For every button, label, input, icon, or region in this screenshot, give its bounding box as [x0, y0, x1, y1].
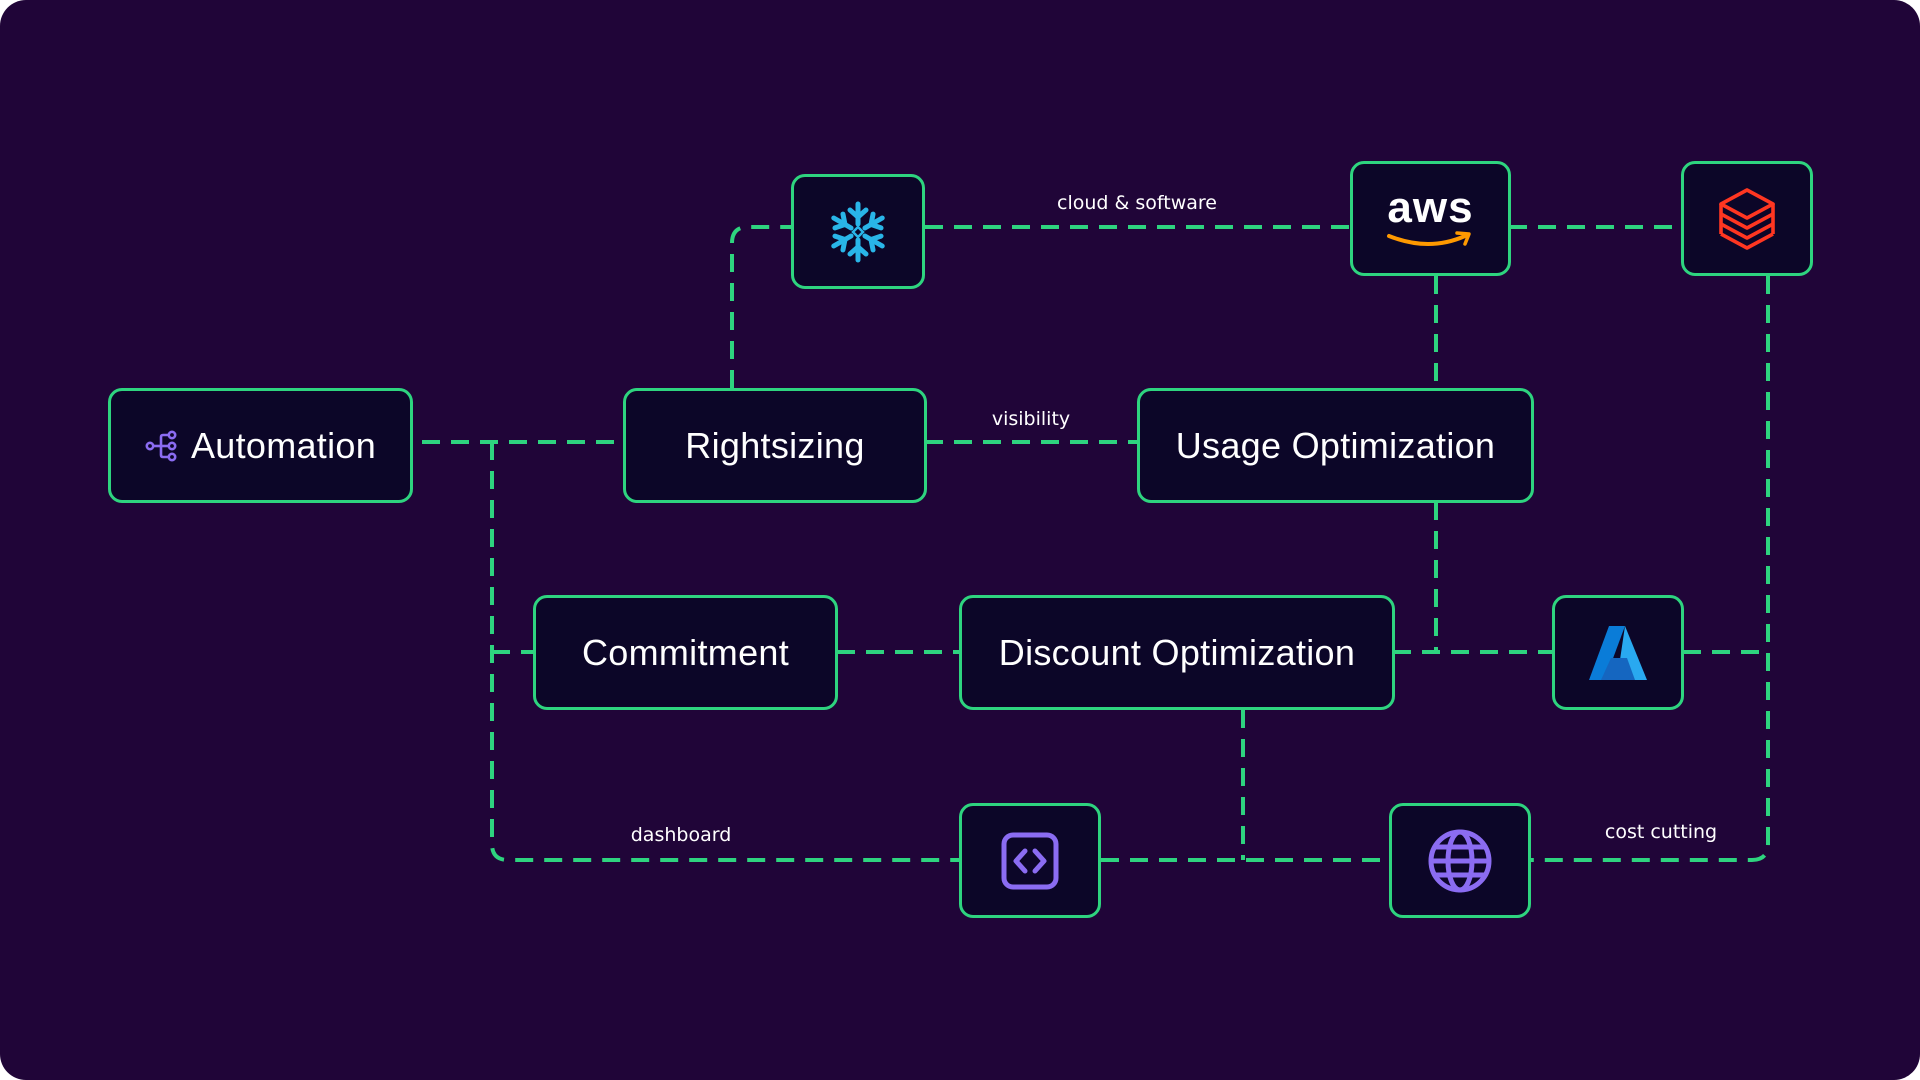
connector-automation-vertical — [490, 442, 962, 862]
connector-databricks-down — [1531, 276, 1770, 862]
node-automation[interactable]: Automation — [108, 388, 413, 503]
edge-label-cost-cutting: cost cutting — [1604, 821, 1718, 843]
node-rightsizing[interactable]: Rightsizing — [623, 388, 927, 503]
node-aws[interactable]: aws — [1350, 161, 1511, 276]
node-azure[interactable] — [1552, 595, 1684, 710]
node-discount-optimization-label: Discount Optimization — [998, 631, 1356, 673]
node-automation-label: Automation — [190, 424, 377, 466]
node-usage-optimization[interactable]: Usage Optimization — [1137, 388, 1534, 503]
globe-icon — [1427, 828, 1493, 894]
node-discount-optimization[interactable]: Discount Optimization — [959, 595, 1395, 710]
snowflake-icon — [825, 199, 891, 265]
node-commitment-label: Commitment — [581, 631, 790, 673]
node-globe[interactable] — [1389, 803, 1531, 918]
node-commitment[interactable]: Commitment — [533, 595, 838, 710]
edge-label-cloud-software: cloud & software — [1057, 192, 1217, 214]
azure-logo-icon — [1587, 624, 1649, 682]
node-databricks[interactable] — [1681, 161, 1813, 276]
code-brackets-icon — [1001, 832, 1059, 890]
connector-rightsizing-snowflake — [730, 225, 793, 388]
workflow-branch-icon — [145, 429, 177, 462]
node-code[interactable] — [959, 803, 1101, 918]
edge-label-visibility: visibility — [991, 408, 1071, 430]
aws-logo-text: aws — [1387, 182, 1474, 232]
node-snowflake[interactable] — [791, 174, 925, 289]
aws-logo-icon: aws — [1385, 182, 1477, 250]
node-rightsizing-label: Rightsizing — [685, 424, 865, 466]
databricks-stack-icon — [1715, 186, 1779, 252]
node-usage-optimization-label: Usage Optimization — [1175, 424, 1496, 466]
edge-label-dashboard: dashboard — [630, 824, 732, 846]
